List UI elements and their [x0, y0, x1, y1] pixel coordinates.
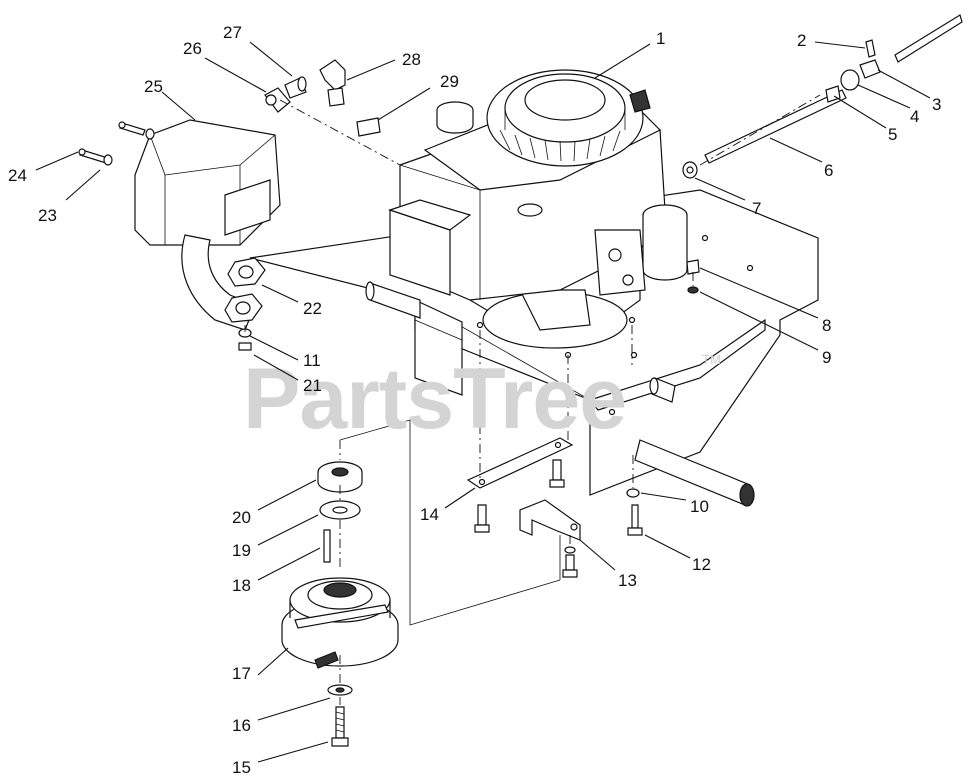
cable-clamp-7 [682, 161, 698, 179]
screw-2 [865, 39, 876, 58]
electric-clutch-17 [281, 577, 399, 669]
muffler-bolt-upper [118, 121, 155, 140]
frame-stub [649, 377, 676, 403]
fuel-fitting-27 [284, 76, 307, 99]
watermark-tm: TM [702, 352, 721, 367]
callout-4: 4 [910, 107, 919, 126]
callout-26: 26 [183, 39, 202, 58]
bolt-15 [331, 706, 349, 747]
bracket-13 [519, 499, 581, 578]
washer-16 [327, 684, 353, 696]
fuel-elbow-28 [319, 59, 346, 107]
callout-9: 9 [822, 348, 831, 367]
callout-8: 8 [822, 316, 831, 335]
fuel-elbow-26 [264, 87, 291, 113]
callout-28: 28 [402, 50, 421, 69]
callout-20: 20 [232, 508, 251, 527]
bolt-8 [686, 259, 700, 275]
callout-2: 2 [797, 31, 806, 50]
watermark-text: PartsTree [243, 351, 626, 447]
bolt-12 [627, 504, 643, 536]
callout-6: 6 [824, 161, 833, 180]
callout-13: 13 [618, 571, 637, 590]
spacer-19 [319, 500, 361, 520]
muffler-washer-23 [103, 154, 113, 166]
callout-14: 14 [420, 505, 439, 524]
callout-5: 5 [888, 125, 897, 144]
exhaust-nut [238, 328, 252, 351]
callout-15: 15 [232, 758, 251, 777]
callout-16: 16 [232, 716, 251, 735]
callout-19: 19 [232, 541, 251, 560]
assembly-guide-lines [244, 94, 821, 705]
leader-lines [35, 41, 931, 763]
callout-3: 3 [932, 95, 941, 114]
callout-27: 27 [223, 23, 242, 42]
decal-29 [356, 117, 381, 137]
nut-10 [626, 488, 640, 498]
frame-post [414, 299, 463, 396]
callout-12: 12 [692, 555, 711, 574]
callout-22: 22 [303, 299, 322, 318]
callout-11: 11 [303, 351, 321, 370]
key-18 [323, 529, 331, 563]
frame-tube-left [365, 281, 421, 319]
callout-1: 1 [656, 29, 665, 48]
axle-tube [634, 439, 755, 507]
callout-10: 10 [690, 497, 709, 516]
callout-24: 24 [8, 166, 27, 185]
callout-29: 29 [440, 72, 459, 91]
exhaust-gasket [224, 257, 266, 323]
callout-labels: 1 2 3 4 5 6 7 8 9 10 11 12 13 14 15 16 1… [8, 23, 941, 777]
callout-7: 7 [752, 199, 761, 218]
throttle-rod [704, 14, 963, 164]
washer-9 [687, 286, 699, 294]
throttle-knob-3 [840, 59, 881, 91]
callout-18: 18 [232, 576, 251, 595]
callout-25: 25 [144, 77, 163, 96]
engine [388, 69, 688, 359]
callout-21: 21 [303, 376, 322, 395]
callout-17: 17 [232, 664, 251, 683]
bracket-14 [466, 437, 574, 533]
muffler [134, 119, 281, 331]
pulley-20 [317, 461, 363, 493]
callout-23: 23 [38, 206, 57, 225]
